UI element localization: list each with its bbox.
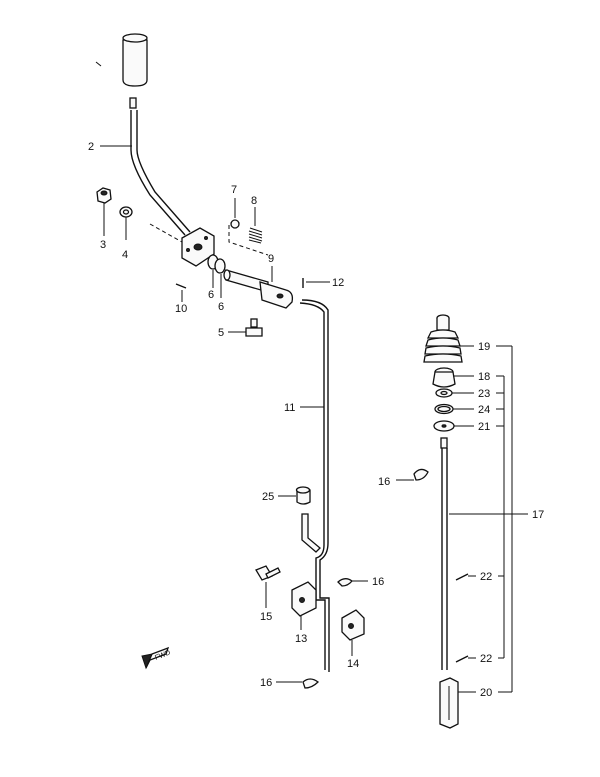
pin-part (455, 573, 469, 581)
label-part-5: 5 (218, 327, 224, 339)
pin-part (455, 655, 469, 663)
shift-shaft (223, 269, 294, 309)
label-part-3: 3 (100, 239, 106, 251)
label-part-2: 2 (88, 141, 94, 153)
spring-part (248, 227, 263, 244)
label-part-19: 19 (478, 341, 490, 353)
leader-lines (100, 145, 528, 693)
label-part-13: 13 (295, 633, 307, 645)
label-part-16a: 16 (378, 476, 390, 488)
label-part-16c: 16 (260, 677, 272, 689)
label-part-11: 11 (284, 402, 295, 414)
label-part-6b: 6 (218, 301, 224, 313)
label-part-10: 10 (175, 303, 187, 315)
label-part-24: 24 (478, 404, 490, 416)
label-part-20: 20 (480, 687, 492, 699)
ball-part (230, 219, 240, 229)
forward-direction-arrow: FWD (141, 646, 172, 670)
label-part-21: 21 (478, 421, 490, 433)
label-part-16b: 16 (372, 576, 384, 588)
label-part-15: 15 (260, 611, 272, 623)
sleeve-part (439, 677, 459, 729)
leader-dash (228, 225, 269, 256)
cap-part (432, 367, 456, 388)
label-part-7: 7 (231, 184, 237, 196)
label-part-17: 17 (532, 509, 544, 521)
clip-part (413, 468, 429, 481)
label-part-12: 12 (332, 277, 344, 289)
rod-holder-part (291, 581, 317, 617)
shift-rod (299, 299, 330, 672)
pin-part (175, 283, 187, 289)
boot-part (423, 314, 463, 363)
nut-part (96, 187, 112, 204)
label-part-22a: 22 (480, 571, 492, 583)
leader-dash (149, 223, 183, 243)
washer-part (433, 420, 455, 432)
o-ring-part (434, 403, 454, 415)
shift-lever (129, 97, 215, 267)
clip-part (302, 678, 319, 689)
rod-holder-part (341, 609, 365, 641)
bolt-part (245, 318, 263, 337)
label-part-18: 18 (478, 371, 490, 383)
shift-shaft-lower (440, 437, 448, 670)
bushing-part (295, 486, 311, 505)
label-part-4: 4 (122, 249, 128, 261)
clip-part (337, 578, 353, 587)
label-part-6a: 6 (208, 289, 214, 301)
o-ring-part (214, 258, 226, 274)
part-number-labels: 2 3 4 5 6 6 7 8 9 10 11 12 13 14 15 16 1… (88, 141, 544, 699)
label-part-23: 23 (478, 388, 490, 400)
label-part-22b: 22 (480, 653, 492, 665)
fwd-label: FWD (154, 649, 171, 661)
washer-part (119, 206, 133, 218)
label-part-9: 9 (268, 253, 274, 265)
bolt-part (255, 565, 281, 581)
label-part-8: 8 (251, 195, 257, 207)
shift-lever-grip (95, 33, 148, 87)
washer-part (435, 388, 453, 398)
label-part-25: 25 (262, 491, 274, 503)
label-part-14: 14 (347, 658, 359, 670)
